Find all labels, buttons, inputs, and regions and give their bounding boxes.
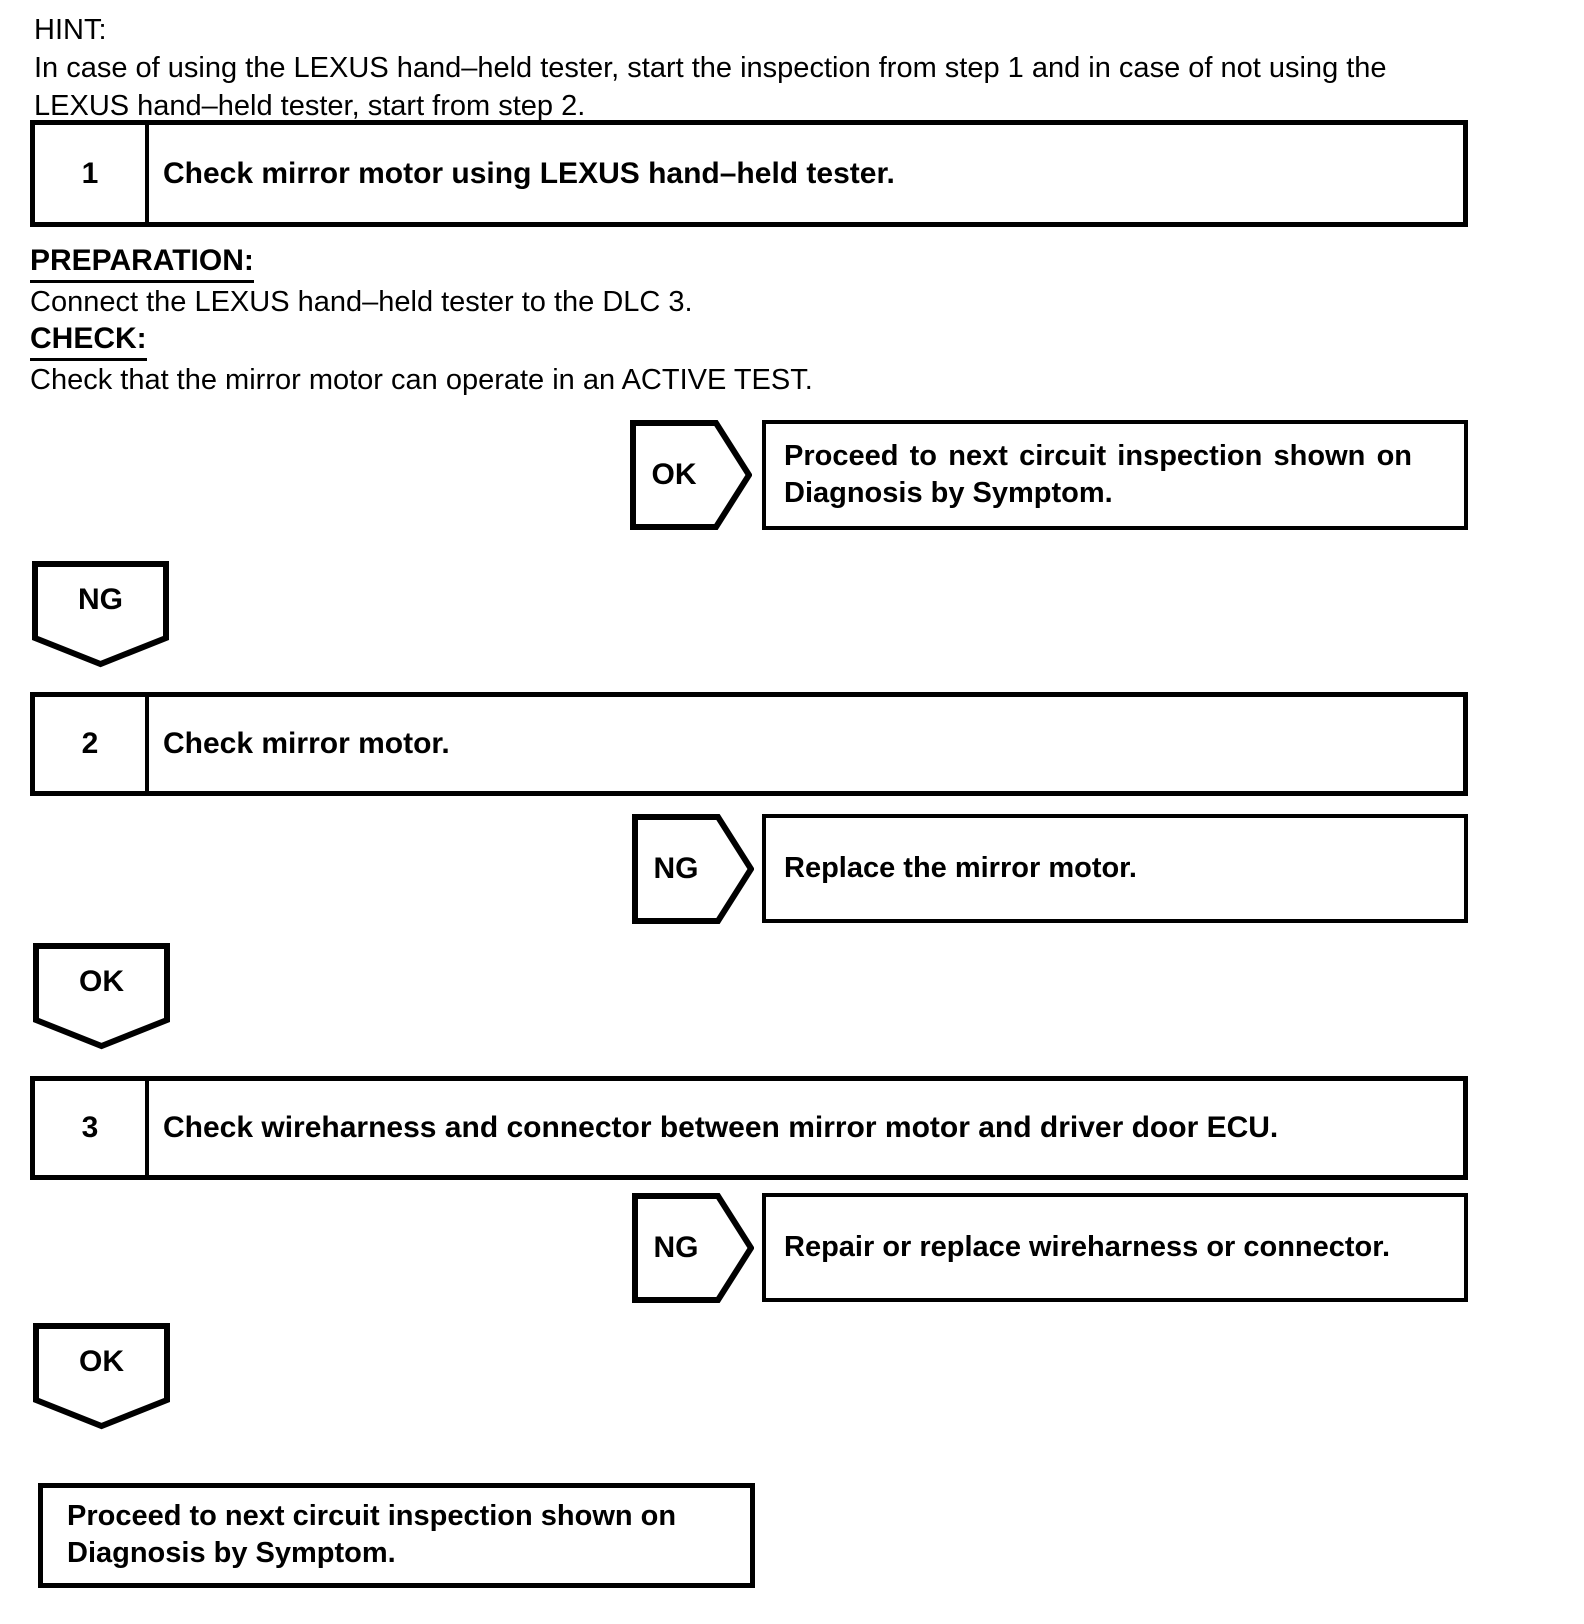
check-heading: CHECK:	[30, 322, 147, 361]
hint-label: HINT:	[34, 14, 107, 46]
ok-connector-2-label: OK	[79, 1345, 124, 1378]
ng-branch-arrow-1: NG	[632, 814, 754, 924]
ok-result-line-1: Proceed to next circuit inspection shown…	[784, 440, 1412, 472]
ng-connector: NG	[32, 561, 169, 668]
step-2-number: 2	[35, 697, 149, 791]
ok-result-box: Proceed to next circuit inspection shown…	[762, 420, 1468, 530]
final-result-line-2: Diagnosis by Symptom.	[67, 1537, 396, 1569]
step-1-number: 1	[35, 125, 149, 222]
down-arrow-shape	[32, 561, 169, 668]
down-arrow-shape	[33, 1323, 170, 1430]
ng-branch-label-2: NG	[653, 1231, 699, 1264]
ok-branch-arrow: OK	[630, 420, 752, 530]
step-1-title: Check mirror motor using LEXUS hand–held…	[163, 156, 895, 190]
ok-connector-2: OK	[33, 1323, 170, 1430]
ok-branch-label: OK	[651, 458, 697, 491]
hint-text-line-2: LEXUS hand–held tester, start from step …	[34, 90, 586, 122]
ng-result-text-1: Replace the mirror motor.	[784, 852, 1137, 884]
right-arrow-shape	[632, 1193, 754, 1303]
ng-branch-arrow-2: NG	[632, 1193, 754, 1303]
preparation-body: Connect the LEXUS hand–held tester to th…	[30, 286, 693, 318]
final-result-box: Proceed to next circuit inspection shown…	[38, 1483, 755, 1588]
step-3-number: 3	[35, 1081, 149, 1175]
ok-connector-1-label: OK	[79, 965, 124, 998]
ok-connector-1: OK	[33, 943, 170, 1050]
check-body: Check that the mirror motor can operate …	[30, 364, 813, 396]
right-arrow-shape	[630, 420, 752, 530]
down-arrow-shape	[33, 943, 170, 1050]
final-result-line-1: Proceed to next circuit inspection shown…	[67, 1500, 677, 1532]
ok-result-line-2: Diagnosis by Symptom.	[784, 477, 1113, 509]
ng-result-box-1: Replace the mirror motor.	[762, 814, 1468, 923]
step-1-box: 1 Check mirror motor using LEXUS hand–he…	[30, 120, 1468, 227]
ng-branch-label-1: NG	[653, 852, 699, 885]
ng-connector-label: NG	[78, 583, 123, 616]
ng-result-box-2: Repair or replace wireharness or connect…	[762, 1193, 1468, 1302]
step-3-title: Check wireharness and connector between …	[163, 1111, 1279, 1144]
right-arrow-shape	[632, 814, 754, 924]
preparation-heading: PREPARATION:	[30, 244, 254, 283]
step-2-title: Check mirror motor.	[163, 727, 450, 760]
ng-result-text-2: Repair or replace wireharness or connect…	[784, 1231, 1391, 1263]
step-2-box: 2 Check mirror motor.	[30, 692, 1468, 796]
step-3-box: 3 Check wireharness and connector betwee…	[30, 1076, 1468, 1180]
hint-text-line-1: In case of using the LEXUS hand–held tes…	[34, 52, 1387, 84]
